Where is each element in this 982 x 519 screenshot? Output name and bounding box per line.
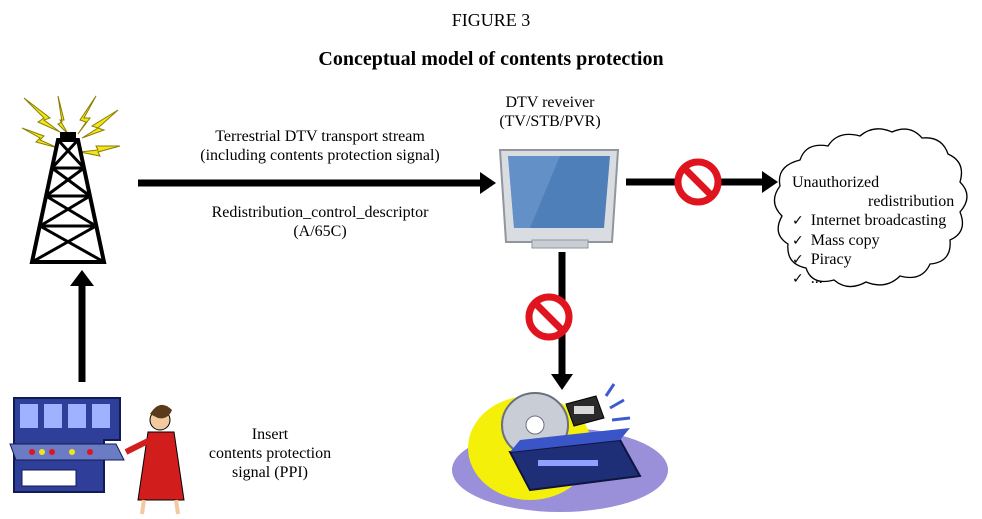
insert-label-line3: signal (PPI) [232,463,308,481]
descriptor-label-line2: (A/65C) [293,222,347,240]
transport-stream-label-line2: (including contents protection signal) [200,146,440,164]
cloud-heading-line1: Unauthorized [792,174,880,191]
prohibited-icon-redistribution [678,162,718,202]
arrow-tower-to-receiver [138,172,496,194]
prohibited-icon-recording [529,297,569,337]
receiver-label: DTV reveiver (TV/STB/PVR) [430,94,670,132]
operator-console-icon [9,397,185,515]
descriptor-label: Redistribution_control_descriptor (A/65C… [150,204,490,242]
receiver-label-line2: (TV/STB/PVR) [499,112,601,130]
cloud-item-internet-broadcasting: Internet broadcasting [792,211,982,230]
broadcast-tower-icon [21,95,121,264]
cloud-item-ellipsis: ... [792,269,982,288]
insert-label: Insert contents protection signal (PPI) [186,426,354,483]
figure-number: FIGURE 3 [451,10,531,30]
receiver-label-line1: DTV reveiver [505,94,595,111]
cloud-item-mass-copy: Mass copy [792,231,982,250]
cloud-item-piracy: Piracy [792,250,982,269]
arrow-console-to-tower [70,270,94,382]
insert-label-line2: contents protection [208,444,332,462]
recorder-disc-icon [452,383,668,512]
transport-stream-label: Terrestrial DTV transport stream (includ… [150,128,490,166]
cloud-text: Unauthorized redistribution Internet bro… [792,173,982,288]
figure-title: Conceptual model of contents protection [318,48,664,70]
transport-stream-label-line1: Terrestrial DTV transport stream [215,128,425,145]
tv-monitor-icon [498,149,620,249]
descriptor-label-line1: Redistribution_control_descriptor [211,204,429,221]
cloud-heading-line2: redistribution [868,193,955,211]
insert-label-line1: Insert [251,426,289,443]
